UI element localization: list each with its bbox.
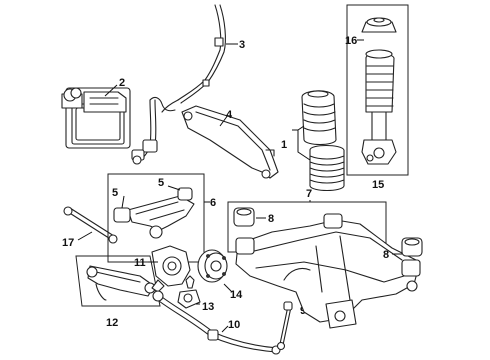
callout-14: 14	[230, 289, 243, 301]
part-7-subframe	[235, 213, 421, 329]
part-8-subframe-mount-left	[233, 207, 255, 227]
leader-14	[223, 283, 233, 293]
callout-12: 12	[106, 317, 118, 329]
part-1-air-spring-upper	[301, 90, 337, 146]
leader-5b	[167, 185, 181, 191]
part-6-upper-control-arm	[113, 187, 195, 239]
part-9-stabilizer-link	[276, 301, 293, 351]
callout-6: 6	[210, 197, 216, 209]
leader-5a	[121, 195, 125, 209]
callout-7: 7	[306, 188, 312, 200]
leader-2	[104, 84, 118, 97]
part-11-knuckle	[151, 245, 191, 293]
callout-5b: 5	[158, 177, 164, 189]
callout-10: 10	[228, 319, 240, 331]
callout-4: 4	[226, 109, 233, 121]
part-4-bracket	[181, 105, 279, 179]
part-10-stabilizer-bar	[152, 290, 281, 355]
part-3-air-lines	[131, 4, 226, 165]
part-15-shock-absorber	[361, 49, 397, 165]
part-13-stabilizer-bushing	[177, 275, 201, 309]
callout-16: 16	[345, 35, 357, 47]
part-1-air-spring-lower	[309, 144, 345, 192]
callout-2: 2	[119, 77, 125, 89]
leader-17	[77, 231, 93, 241]
callout-17: 17	[62, 237, 74, 249]
callout-3: 3	[239, 39, 245, 51]
leader-1	[292, 125, 311, 161]
callout-11: 11	[134, 257, 146, 269]
leader-10	[221, 325, 229, 333]
part-14-hub-bearing	[197, 249, 228, 283]
part-2-compressor-unit	[61, 87, 131, 149]
part-17-lateral-link	[63, 206, 118, 244]
callout-13: 13	[202, 301, 214, 313]
callout-15: 15	[372, 179, 384, 191]
callout-5a: 5	[112, 187, 118, 199]
callout-8b: 8	[383, 249, 389, 261]
part-8-subframe-mount-right	[401, 237, 423, 257]
callout-8a: 8	[268, 213, 274, 225]
part-12-frame	[75, 255, 161, 307]
leader-4	[219, 114, 229, 127]
part-12-lower-control-arm	[86, 265, 156, 301]
part-15-frame	[346, 4, 409, 176]
callout-1: 1	[281, 139, 287, 151]
part-16-upper-mount	[361, 17, 397, 33]
